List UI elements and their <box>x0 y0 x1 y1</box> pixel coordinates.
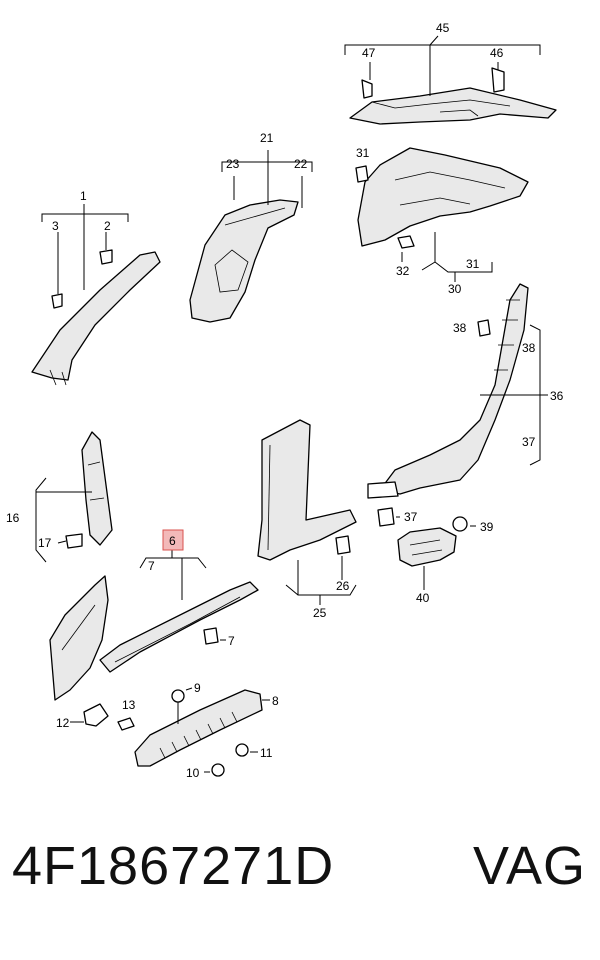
leader-36 <box>480 324 548 466</box>
clip-37 <box>377 507 400 527</box>
b-pillar-lower-trim-25 <box>257 419 357 561</box>
callout-32: 32 <box>396 264 410 278</box>
callout-12: 12 <box>56 716 70 730</box>
callout-26: 26 <box>336 579 350 593</box>
callout-2: 2 <box>104 219 111 233</box>
callout-7a: 7 <box>148 559 155 573</box>
callout-3: 3 <box>52 219 59 233</box>
lower-side-panel <box>49 575 109 701</box>
a-pillar-trim-1 <box>31 249 161 386</box>
callout-45: 45 <box>436 21 450 35</box>
leader-16 <box>35 477 92 563</box>
callout-38a: 38 <box>453 321 467 335</box>
leader-1 <box>41 204 129 294</box>
callout-6: 6 <box>169 534 176 548</box>
leader-21 <box>221 150 313 208</box>
c-pillar-lower-trim-36 <box>367 283 529 499</box>
highlight-box-6 <box>162 529 184 551</box>
product-caption: 4F1867271D VAG <box>0 835 600 935</box>
rear-upper-trim-45 <box>349 67 557 125</box>
parts-exploded-diagram: 45 47 46 31 31 32 30 21 23 22 <box>6 21 564 780</box>
clip-39 <box>452 516 476 532</box>
callout-39: 39 <box>480 520 494 534</box>
leader-6 <box>139 550 207 600</box>
callout-46: 46 <box>490 46 504 60</box>
callout-47: 47 <box>362 46 376 60</box>
callout-31a: 31 <box>356 146 370 160</box>
callout-22: 22 <box>294 157 308 171</box>
clip-9 <box>171 687 193 724</box>
callout-31b: 31 <box>466 257 480 271</box>
brand-name: VAG <box>472 836 586 896</box>
clip-10 <box>204 763 225 777</box>
callout-11: 11 <box>260 746 273 760</box>
callout-7b: 7 <box>228 634 235 648</box>
callout-17: 17 <box>38 536 52 550</box>
leader-25 <box>285 556 357 605</box>
part-number: 4F1867271D <box>12 836 335 896</box>
callout-38b: 38 <box>522 341 536 355</box>
rear-pillar-trim-30 <box>355 147 529 249</box>
clip-11 <box>235 743 258 757</box>
callout-37a: 37 <box>522 435 536 449</box>
callout-13: 13 <box>122 698 136 712</box>
callout-30: 30 <box>448 282 462 296</box>
callout-40: 40 <box>416 591 430 605</box>
leader-45 <box>344 35 541 96</box>
callout-37b: 37 <box>404 510 418 524</box>
callout-21: 21 <box>260 131 274 145</box>
bracket-40 <box>397 527 457 590</box>
callout-23: 23 <box>226 157 240 171</box>
callout-25: 25 <box>313 606 327 620</box>
callout-36: 36 <box>550 389 564 403</box>
b-pillar-upper-trim-21 <box>189 199 299 323</box>
sill-carrier-8 <box>134 689 270 767</box>
callout-9: 9 <box>194 681 201 695</box>
callout-8: 8 <box>272 694 279 708</box>
callout-16: 16 <box>6 511 20 525</box>
retainer-12-13 <box>70 703 135 731</box>
callout-1: 1 <box>80 189 87 203</box>
callout-10: 10 <box>186 766 200 780</box>
sill-scuff-plate-6 <box>99 581 259 673</box>
front-sill-trim-16 <box>65 431 113 549</box>
leader-30 <box>401 232 493 282</box>
clip-7 <box>203 627 226 645</box>
